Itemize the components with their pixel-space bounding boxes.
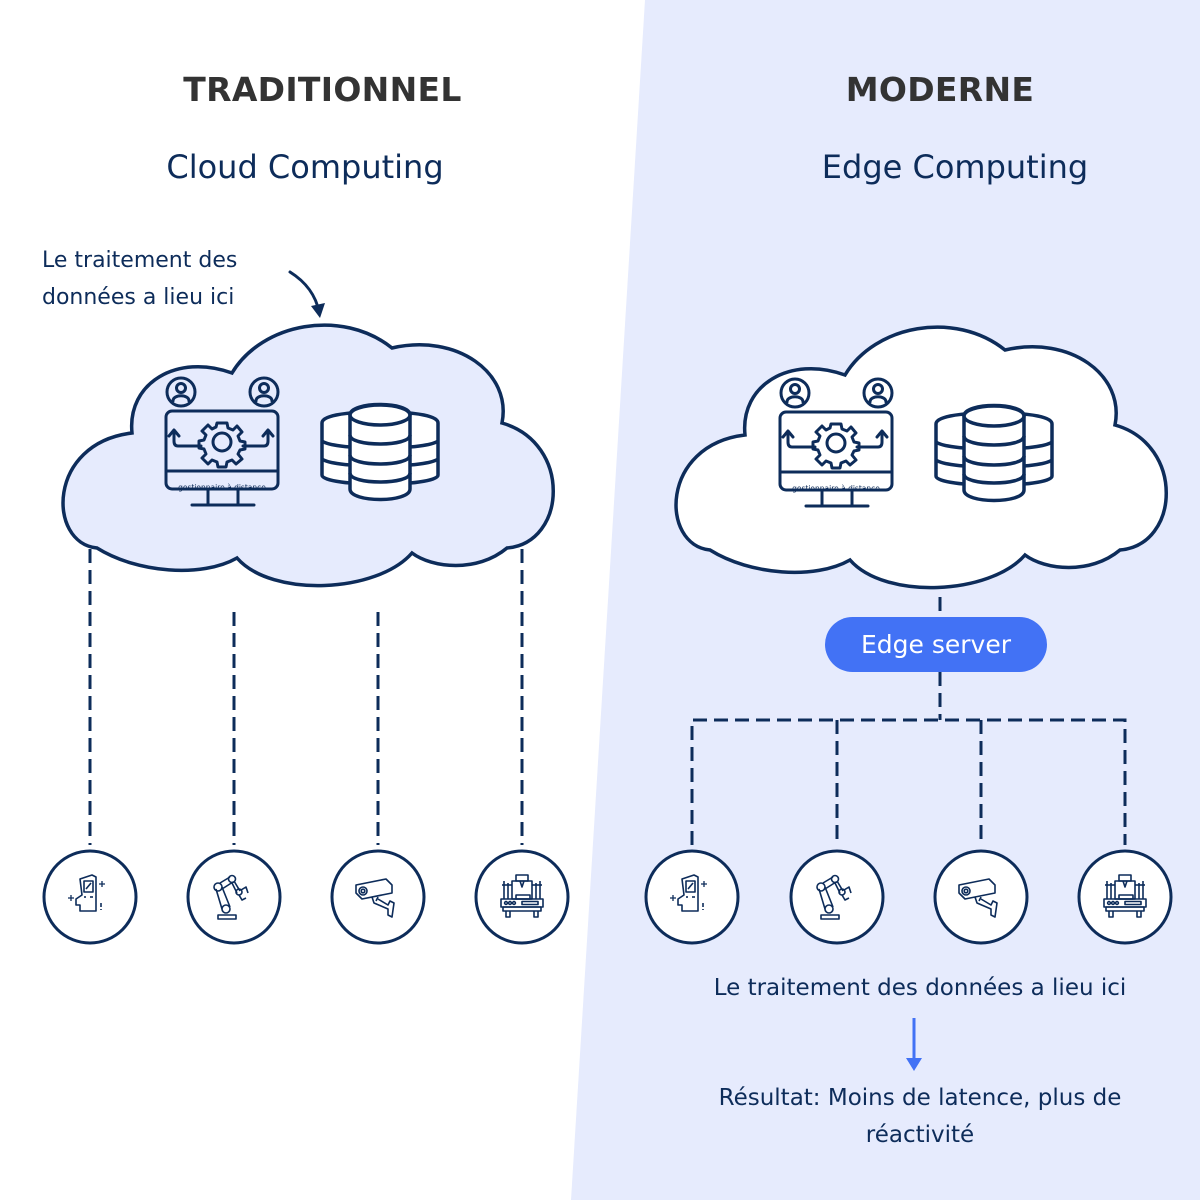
right-device-robot bbox=[789, 849, 885, 945]
right-device-kiosk bbox=[644, 849, 740, 945]
bus-connection bbox=[690, 718, 1127, 845]
left-annotation: Le traitement des données a lieu ici bbox=[42, 242, 302, 316]
left-heading: TRADITIONNEL bbox=[183, 70, 462, 109]
edge-server-badge: Edge server bbox=[825, 617, 1047, 672]
left-device-camera bbox=[330, 849, 426, 945]
left-device-cnc bbox=[474, 849, 570, 945]
right-cloud bbox=[674, 325, 1168, 590]
right-title: Edge Computing bbox=[821, 148, 1089, 186]
left-monitor-caption: gestionnaire à distance bbox=[178, 483, 266, 492]
right-heading: MODERNE bbox=[845, 70, 1035, 109]
right-device-camera bbox=[933, 849, 1029, 945]
left-title: Cloud Computing bbox=[166, 148, 444, 186]
right-device-cnc bbox=[1077, 849, 1173, 945]
right-connections bbox=[690, 597, 1127, 845]
annotation-arrowhead-icon bbox=[311, 303, 325, 318]
left-connections bbox=[88, 549, 524, 845]
left-device-kiosk bbox=[42, 849, 138, 945]
right-processing-note: Le traitement des données a lieu ici bbox=[713, 975, 1127, 1001]
left-device-robot bbox=[186, 849, 282, 945]
left-annotation-line1: Le traitement des bbox=[42, 248, 238, 273]
left-cloud bbox=[61, 323, 555, 588]
right-monitor-caption: gestionnaire à distance bbox=[792, 484, 880, 493]
right-result: Résultat: Moins de latence, plus de réac… bbox=[660, 1080, 1180, 1154]
result-arrowhead-icon bbox=[906, 1058, 922, 1071]
right-result-line2: réactivité bbox=[865, 1122, 975, 1148]
left-annotation-line2: données a lieu ici bbox=[42, 285, 235, 310]
right-result-line1: Résultat: Moins de latence, plus de bbox=[718, 1085, 1122, 1111]
